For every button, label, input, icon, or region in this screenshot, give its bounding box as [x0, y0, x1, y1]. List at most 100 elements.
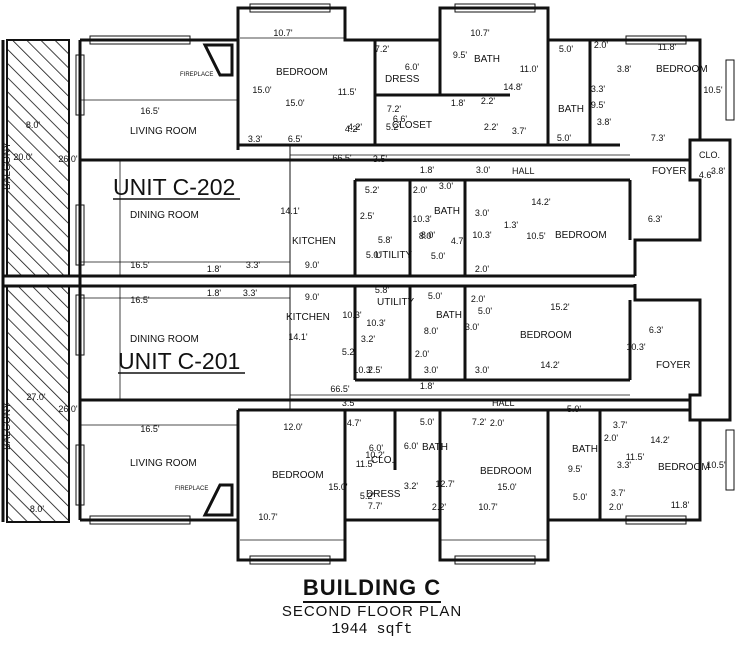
room-label-fireplace-lower: FIREPLACE — [175, 486, 208, 492]
dimension-label: 2.0' — [471, 294, 486, 304]
room-label-clo-lower: CLO. — [371, 455, 394, 466]
dimension-label: 5.0' — [420, 417, 435, 427]
dimension-label: 5.0' — [557, 133, 572, 143]
dimension-label: 10.3' — [342, 310, 362, 320]
room-label-living-room-lower: LIVING ROOM — [130, 458, 197, 469]
dimension-label: 2.0' — [415, 349, 430, 359]
room-label-bedroom-lower-mid: BEDROOM — [520, 330, 572, 341]
dimension-label: 14.2' — [540, 360, 560, 370]
balcony-lower-hatch — [6, 285, 70, 523]
dimension-label: 2.5' — [368, 365, 383, 375]
dimension-label: 1.8' — [451, 98, 466, 108]
dimension-label: 1.8' — [420, 165, 435, 175]
room-label-dress-upper: DRESS — [385, 74, 420, 85]
dimension-label: 2.2' — [484, 122, 499, 132]
room-label-dining-room-upper: DINING ROOM — [130, 210, 199, 221]
building-title: BUILDING C — [0, 575, 744, 603]
dimension-label: 20.0' — [13, 152, 33, 162]
dimension-label: 6.0' — [404, 441, 419, 451]
room-label-bath-upper-mid: BATH — [434, 206, 460, 217]
dimension-label: 3.7' — [613, 420, 628, 430]
dimension-label: 5.0' — [573, 492, 588, 502]
dimension-label: 6.0' — [369, 443, 384, 453]
dimension-label: 15.0' — [252, 85, 272, 95]
dimension-label: 3.3' — [243, 288, 258, 298]
dimension-label: 1.8' — [420, 381, 435, 391]
dimension-label: 2.0' — [413, 185, 428, 195]
dimension-label: 7.7' — [368, 501, 383, 511]
dimension-label: 1.8' — [207, 264, 222, 274]
dimension-label: 66.5' — [332, 153, 352, 163]
dimension-label: 3.7' — [512, 126, 527, 136]
dimension-label: 5.2' — [342, 347, 357, 357]
dimension-label: 9.5' — [453, 50, 468, 60]
dimension-label: 12.7' — [435, 479, 455, 489]
dimension-label: 2.5' — [360, 211, 375, 221]
dimension-label: 5.0' — [431, 251, 446, 261]
dimension-label: 3.0' — [465, 322, 480, 332]
dimension-label: 14.2' — [650, 435, 670, 445]
dimension-label: 5.2' — [386, 122, 401, 132]
plan-area: 1944 sqft — [331, 621, 413, 638]
dimension-label: 5.8' — [378, 235, 393, 245]
dimension-label: 15.0' — [497, 482, 517, 492]
dimension-label: 7.2' — [375, 44, 390, 54]
dimension-label: 6.3' — [649, 325, 664, 335]
dimension-label: 26.0' — [58, 404, 78, 414]
dimension-label: 4.7' — [451, 236, 466, 246]
dimension-label: 10.7' — [470, 28, 490, 38]
dimension-label: 14.1' — [280, 206, 300, 216]
dimension-label: 10.5' — [526, 231, 546, 241]
dimension-label: 5.0' — [478, 306, 493, 316]
dimension-label: 8.0' — [424, 326, 439, 336]
dimension-label: 3.0' — [476, 165, 491, 175]
outer-walls — [3, 6, 732, 562]
walls-upper — [80, 40, 690, 276]
dimension-label: 5.8' — [375, 285, 390, 295]
room-label-balcony-upper: BALCONY — [2, 142, 13, 190]
plan-subtitle: SECOND FLOOR PLAN — [281, 603, 463, 620]
dimension-label: 27.0' — [26, 392, 46, 402]
dimension-label: 3.0' — [439, 181, 454, 191]
dimension-label: 7.2' — [472, 417, 487, 427]
dimension-label: 3.8' — [597, 117, 612, 127]
dimension-lines — [80, 37, 630, 541]
room-label-living-room-upper: LIVING ROOM — [130, 126, 197, 137]
dimension-label: 3.3' — [591, 84, 606, 94]
dimension-label: 11.8' — [671, 500, 690, 510]
dimension-label: 11.5' — [356, 459, 375, 469]
dimension-label: 11.5' — [626, 452, 645, 462]
dimension-label: 5.0' — [567, 404, 582, 414]
dimension-label: 10.3' — [472, 230, 492, 240]
room-label-bath-lower-mid: BATH — [436, 310, 462, 321]
room-label-dress-lower: DRESS — [366, 489, 401, 500]
dimension-label: 3.0' — [475, 208, 490, 218]
room-label-kitchen-lower: KITCHEN — [286, 312, 330, 323]
dimension-label: 3.3' — [246, 260, 261, 270]
dimension-label: 6.6' — [393, 114, 408, 124]
room-label-kitchen-upper: KITCHEN — [292, 236, 336, 247]
dimension-label: 10.3' — [366, 318, 386, 328]
dimension-label: 1.8' — [207, 288, 222, 298]
dimension-label: 6.3' — [648, 214, 663, 224]
building-title-text: BUILDING C — [302, 575, 442, 603]
dimension-label: 16.5' — [130, 260, 150, 270]
dimension-label: 7.3' — [651, 133, 666, 143]
room-label-bath-lower-right: BATH — [572, 444, 598, 455]
room-label-bedroom-lower-center: BEDROOM — [480, 466, 532, 477]
dimension-label: 3.7' — [611, 488, 626, 498]
dimension-label: 3.3' — [617, 460, 632, 470]
dimension-labels: 10.7'7.2'10.7'5.0'2.0'11.8'9.5'6.0'15.0'… — [13, 28, 726, 522]
room-label-hall-lower: HALL — [492, 398, 515, 408]
dimension-label: 15.0' — [285, 98, 305, 108]
dimension-label: 11.8' — [658, 42, 677, 52]
dimension-label: 9.0' — [305, 260, 320, 270]
dimension-label: 12.0' — [283, 422, 303, 432]
balcony-upper-hatch — [6, 39, 70, 277]
room-label-foyer-lower: FOYER — [656, 360, 690, 371]
dimension-label: 8.0' — [30, 504, 45, 514]
dimension-label: 3.8' — [711, 166, 726, 176]
room-labels: LIVING ROOM DINING ROOM KITCHEN BALCONY BEDR… — [2, 54, 720, 500]
dimension-label: 2.0' — [475, 264, 490, 274]
